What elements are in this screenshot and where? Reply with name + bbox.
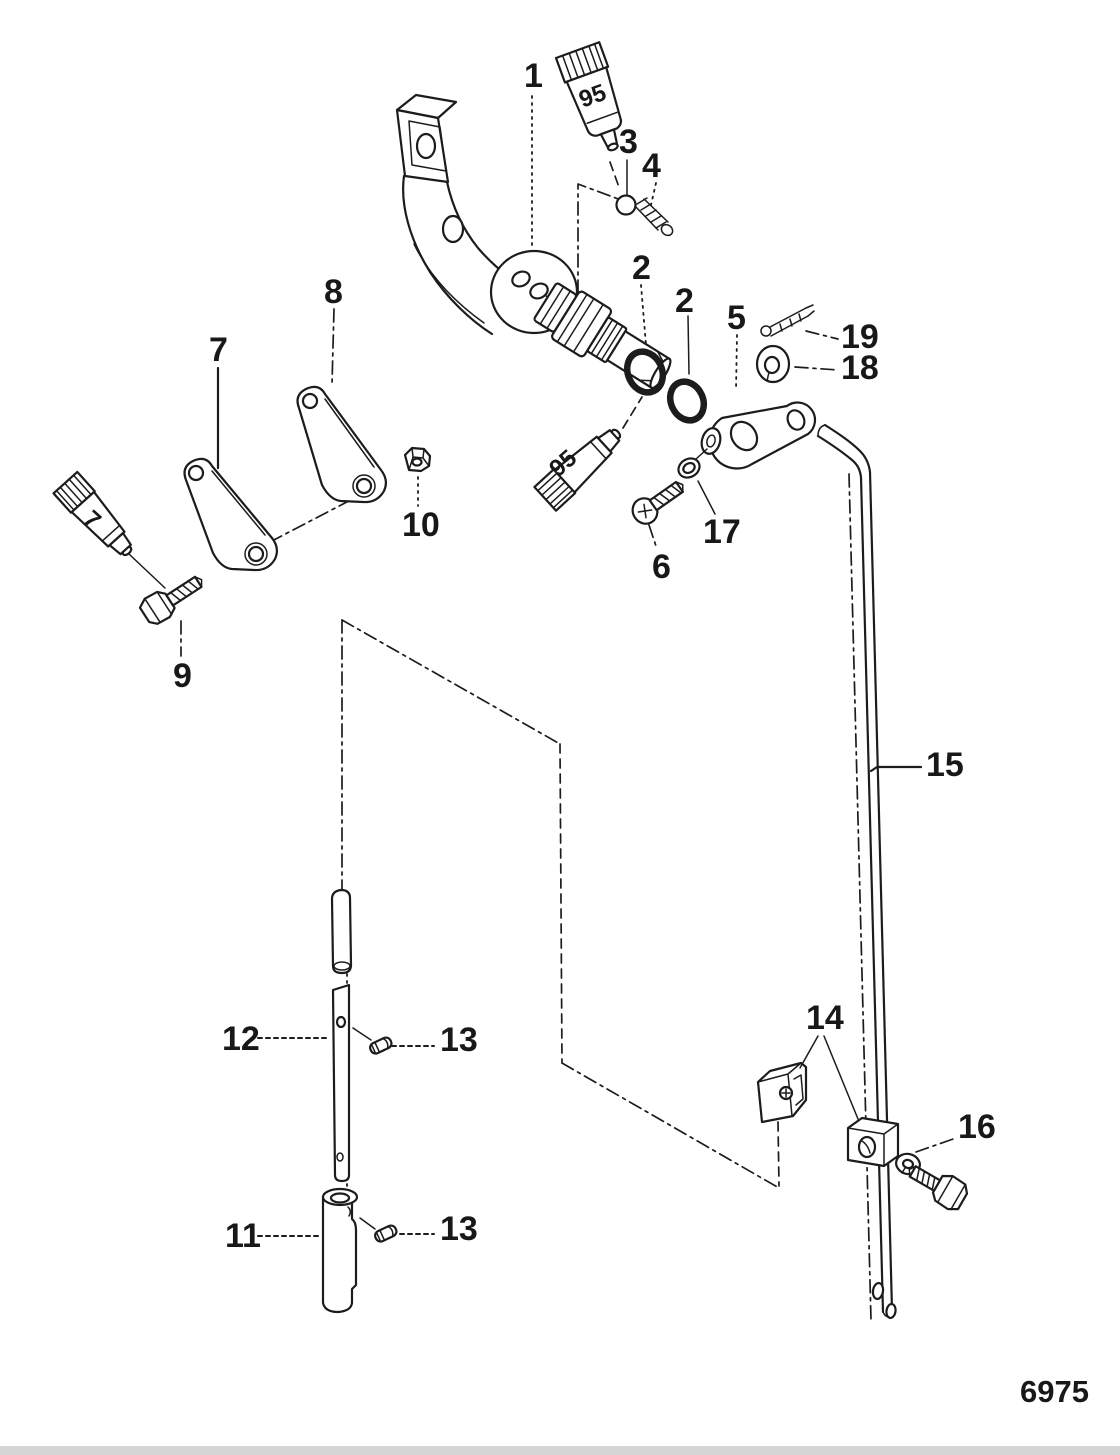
part-2-o-ring-lower: [666, 378, 708, 424]
callout-2b: 2: [675, 282, 694, 320]
callout-15: 15: [926, 746, 964, 784]
callout-leader-lines: [128, 95, 957, 1237]
part-7-cover-plate-front: [183, 457, 279, 572]
callout-17: 17: [703, 513, 741, 551]
callout-5: 5: [727, 299, 746, 337]
part-18-washer: [755, 344, 791, 384]
callout-16: 16: [958, 1108, 996, 1146]
callout-13a: 13: [440, 1021, 478, 1059]
part-2-o-ring-upper: [623, 348, 667, 396]
callout-8: 8: [324, 273, 343, 311]
part-14-retainer-block: [846, 1116, 900, 1168]
part-5-shift-arm: [695, 401, 817, 470]
callout-18: 18: [841, 349, 879, 387]
part-17-bushing: [677, 457, 701, 479]
part-10-nut: [403, 446, 432, 473]
callout-numbers: 1 3 4 2 2 5 19 18 8 7 10 9 6 17 12 13 11…: [173, 57, 996, 1255]
callout-11: 11: [225, 1217, 261, 1255]
callout-1: 1: [524, 57, 543, 95]
callout-4: 4: [642, 147, 661, 185]
part-6-screw: [631, 480, 684, 525]
rod-end-sleeve: [330, 888, 353, 975]
part-13-pin-lower: [374, 1224, 398, 1243]
part-15-link-rod: [816, 423, 897, 1320]
drawing-number: 6975: [1020, 1374, 1089, 1409]
callout-6: 6: [652, 548, 671, 586]
callout-19: 19: [841, 318, 879, 356]
lubricant-tube-7: [52, 470, 133, 557]
callout-13b: 13: [440, 1210, 478, 1248]
part-19-cotter-pin: [760, 304, 815, 337]
part-16-washer: [895, 1152, 921, 1176]
part-3-detent-ball: [615, 194, 637, 216]
part-12-shift-rod: [331, 983, 351, 1183]
scan-edge-artifact: [0, 1446, 1120, 1455]
callout-10: 10: [402, 506, 440, 544]
lubricant-tube-95-lower: [533, 428, 622, 512]
part-4-detent-spring: [634, 197, 674, 237]
callout-14: 14: [806, 999, 844, 1037]
part-14-retainer-bracket: [756, 1061, 808, 1124]
part-16-bolt: [908, 1165, 969, 1211]
part-13-pin-upper: [369, 1036, 393, 1055]
callout-7: 7: [209, 331, 228, 369]
callout-9: 9: [173, 657, 192, 695]
callout-2a: 2: [632, 249, 651, 287]
part-1-shift-lever-and-shaft: [395, 93, 672, 390]
callout-3: 3: [619, 123, 638, 161]
part-8-cover-plate-rear: [296, 385, 388, 504]
lubricant-tube-95-top: 95: [554, 41, 623, 152]
part-11-lower-link: [321, 1187, 359, 1314]
callout-12: 12: [222, 1020, 260, 1058]
part-9-bolt: [138, 575, 203, 625]
